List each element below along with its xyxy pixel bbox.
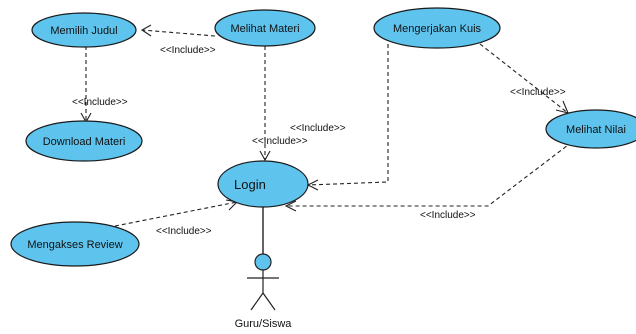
rel-label-nilai-login: <<Include>>: [420, 210, 476, 221]
rel-label-kuis-login: <<Include>>: [290, 123, 346, 134]
rel-label-materi-login: <<Include>>: [252, 136, 308, 147]
dep-kuis-nilai: [479, 43, 569, 114]
dep-review-login: [114, 201, 238, 227]
actor-left-leg: [250, 292, 264, 311]
actor-right-leg: [262, 292, 276, 311]
use-case-mengakses-review[interactable]: [10, 221, 140, 267]
use-case-melihat-nilai-label: Melihat Nilai: [566, 124, 626, 136]
arrowhead-judul: [140, 24, 152, 37]
use-case-memilih-judul[interactable]: [31, 12, 137, 48]
rel-label-materi-judul: <<Include>>: [160, 45, 216, 56]
arrowhead-login-top: [259, 150, 271, 162]
arrowhead-nilai: [555, 100, 569, 114]
use-case-login-label: Login: [234, 177, 266, 192]
rel-label-judul-download: <<Include>>: [72, 97, 128, 108]
use-case-download-materi[interactable]: [25, 120, 143, 162]
use-case-mengerjakan-kuis-label: Mengerjakan Kuis: [393, 23, 482, 35]
use-case-melihat-materi-label: Melihat Materi: [230, 23, 299, 35]
use-case-mengakses-review-label: Mengakses Review: [27, 239, 122, 251]
use-case-login[interactable]: [217, 160, 309, 208]
dep-materi-judul: [141, 29, 216, 37]
use-case-melihat-nilai[interactable]: [545, 109, 636, 149]
use-case-memilih-judul-label: Memilih Judul: [50, 25, 117, 37]
dep-nilai-login: [286, 141, 573, 207]
use-case-melihat-materi[interactable]: [214, 9, 316, 47]
arrowhead-login-bottom: [284, 200, 297, 212]
use-case-mengerjakan-kuis[interactable]: [373, 7, 501, 49]
actor-guru-siswa[interactable]: [247, 253, 279, 311]
rel-label-review-login: <<Include>>: [156, 226, 212, 237]
rel-label-kuis-nilai: <<Include>>: [510, 87, 566, 98]
dep-kuis-login: [307, 44, 389, 186]
actor-head-icon: [254, 253, 272, 271]
actor-name-label: Guru/Siswa: [235, 318, 293, 330]
use-case-download-materi-label: Download Materi: [43, 136, 126, 148]
